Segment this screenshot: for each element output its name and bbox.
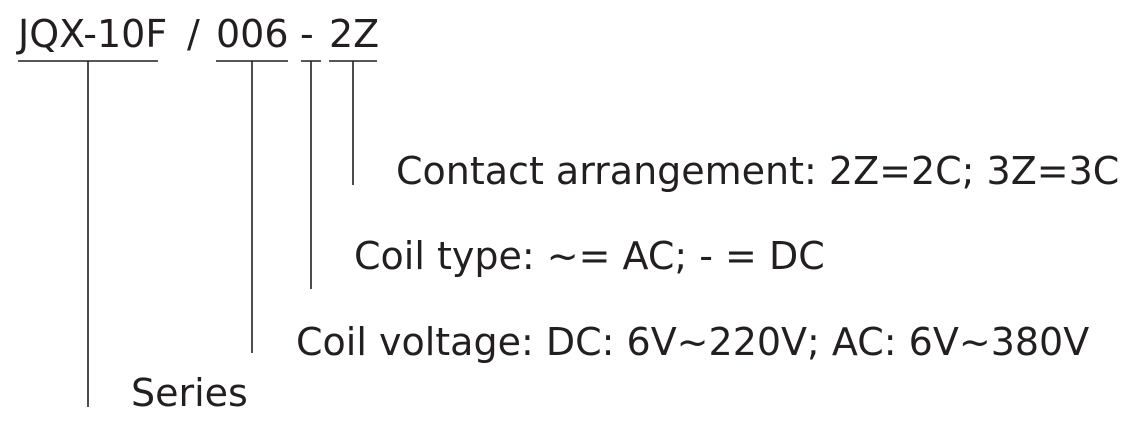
label-coil-voltage: Coil voltage: DC: 6V~220V; AC: 6V~380V — [296, 320, 1090, 364]
label-series: Series — [131, 371, 248, 415]
code-separator-slash: / — [187, 12, 200, 56]
code-separator-dash: - — [300, 12, 314, 56]
label-coil-type: Coil type: ~= AC; - = DC — [354, 234, 825, 278]
code-contact: 2Z — [329, 12, 380, 56]
code-voltage: 006 — [216, 12, 289, 56]
label-contact-arrangement: Contact arrangement: 2Z=2C; 3Z=3C — [396, 149, 1120, 193]
code-series: JQX-10F — [18, 12, 168, 56]
